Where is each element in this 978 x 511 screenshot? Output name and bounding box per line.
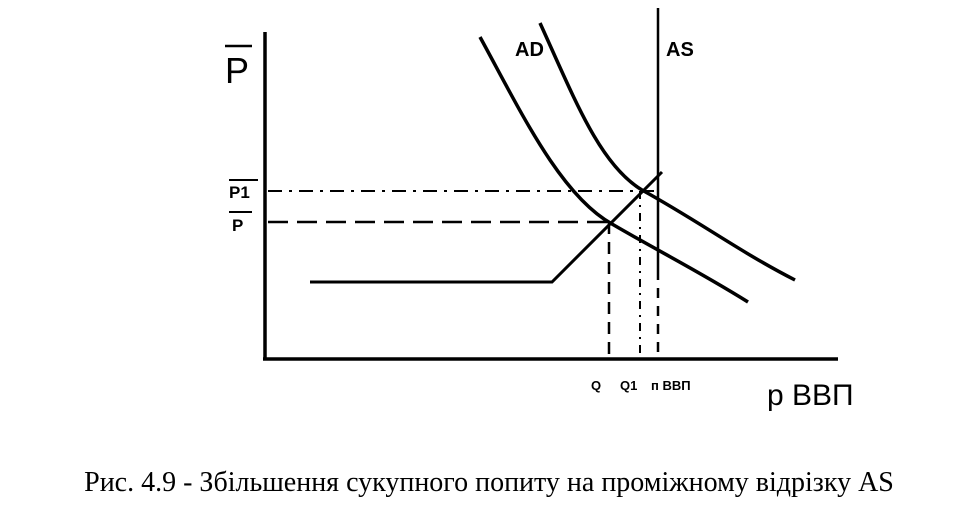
ad-curve <box>478 36 749 304</box>
figure-caption: Рис. 4.9 - Збільшення сукупного попиту н… <box>84 467 894 498</box>
y-axis-label: P <box>225 50 249 91</box>
x-axis-label: р ВВП <box>767 379 854 412</box>
ad1-curve <box>538 22 796 282</box>
q-label: Q <box>591 378 601 393</box>
ad-curve-label: AD <box>515 39 544 61</box>
p-label: P <box>232 216 243 235</box>
p1-label: P1 <box>229 183 250 202</box>
q1-label: Q1 <box>620 378 637 393</box>
as-curve-label: AS <box>666 39 694 61</box>
potential-gdp-label: п ВВП <box>651 378 691 393</box>
as-curve-horizontal-and-intermediate <box>310 170 664 284</box>
